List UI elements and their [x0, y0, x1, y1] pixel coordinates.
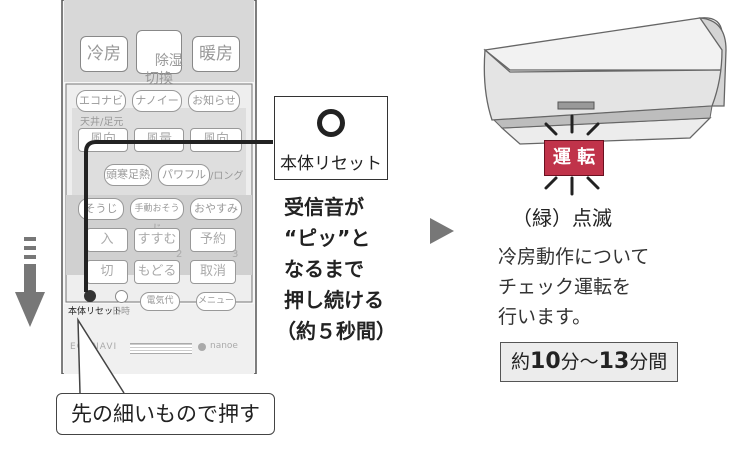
timer-off-label: 切 — [100, 264, 114, 279]
lamp-state-label: （緑）点滅 — [512, 206, 612, 230]
down-arrow-icon — [15, 237, 45, 327]
menu-button[interactable]: メニュー — [196, 292, 236, 311]
heat-button[interactable]: 暖房 — [192, 36, 240, 72]
remote-row4: 頭寒足熱 パワフル /ロング — [104, 164, 254, 186]
instruction-line-2: “ピッ”と — [284, 226, 371, 250]
powerful-label: パワフル — [162, 168, 206, 181]
instruction-line-5: （約５秒間） — [276, 319, 396, 343]
reset-callout-box: 本体リセット — [274, 96, 388, 180]
long-label: /ロング — [210, 171, 244, 182]
duration-max: 13 — [598, 349, 630, 374]
menu-label: メニュー — [197, 296, 234, 306]
notice-button-label: お知らせ — [192, 94, 236, 107]
cool-button[interactable]: 冷房 — [80, 36, 128, 72]
powerful-button[interactable]: パワフル — [158, 164, 210, 186]
duration-box: 約10分〜13分間 — [500, 342, 679, 382]
lamp-blink-rays — [544, 114, 600, 196]
remote-row6: 入 すすむ 予約 — [86, 228, 256, 252]
back-label: もどる — [137, 264, 177, 279]
cancel-label: 取消 — [199, 264, 226, 279]
heat-button-label: 暖房 — [199, 44, 233, 64]
head-cool-feet-warm-label: 頭寒足熱 — [106, 168, 150, 181]
info-line-1: 冷房動作について — [498, 246, 650, 268]
reserve-label: 予約 — [199, 232, 226, 247]
notice-button[interactable]: お知らせ — [188, 90, 240, 112]
electricity-cost-label: 電気代 — [146, 296, 174, 306]
econavi-button[interactable]: エコナビ — [76, 90, 126, 112]
info-text: 冷房動作について チェック運転を 行います。 — [498, 242, 649, 332]
dehumidify-button[interactable]: 除湿 切換 — [136, 30, 183, 87]
cancel-button[interactable]: 取消 — [190, 260, 236, 284]
timer-on-button[interactable]: 入 — [86, 228, 128, 252]
econavi-button-label: エコナビ — [79, 94, 123, 107]
nanoe-logo-dot — [198, 343, 206, 351]
cleaning-label: そうじ — [84, 202, 118, 215]
duration-mid: 分〜 — [560, 351, 599, 373]
forward-label: すすむ — [137, 232, 177, 247]
operation-lamp-label: 運 転 — [552, 147, 596, 168]
info-line-2: チェック運転を — [498, 276, 632, 298]
electricity-cost-button[interactable]: 電気代 — [140, 292, 180, 311]
tip-label: 先の細いもので押す — [71, 402, 260, 426]
step-number-2: 2 — [176, 249, 183, 260]
duration-suffix: 分間 — [629, 351, 668, 373]
info-line-3: 行います。 — [498, 306, 592, 328]
next-arrow-icon — [430, 218, 454, 244]
remote-top-buttons: 冷房 除湿 切換 暖房 — [80, 30, 240, 87]
clock-small-label: 日時 — [112, 307, 131, 317]
reset-button-icon — [317, 109, 345, 137]
clock-hole-button[interactable] — [115, 290, 128, 303]
nanoe-logo: nanoe — [210, 341, 238, 351]
timer-off-button[interactable]: 切 — [86, 260, 128, 284]
reset-callout-label: 本体リセット — [280, 154, 382, 174]
remote-row2: エコナビ ナノイー お知らせ — [76, 90, 246, 112]
sleep-label: おやすみ — [194, 202, 238, 215]
operation-lamp: 運 転 — [544, 140, 604, 176]
cleaning-button[interactable]: そうじ — [78, 198, 124, 220]
ceiling-label: 天井/足元 — [80, 117, 124, 128]
cool-button-label: 冷房 — [87, 44, 121, 64]
instruction-line-3: なるまで — [284, 257, 364, 281]
duration-min: 10 — [530, 349, 561, 374]
forward-button[interactable]: すすむ — [134, 228, 180, 252]
step-number-3: 3 — [232, 249, 239, 260]
duration-prefix: 約 — [511, 351, 531, 373]
nanoe-button-label: ナノイー — [135, 94, 179, 107]
tip-box: 先の細いもので押す — [56, 393, 275, 435]
remote-row7: 切 もどる 取消 — [86, 260, 256, 284]
air-conditioner-illustration — [483, 17, 727, 145]
timer-on-label: 入 — [100, 232, 114, 247]
reset-small-label: 本体リセット — [68, 307, 123, 317]
dehumidify-button-label: 除湿 切換 — [145, 53, 183, 87]
brand-stripes — [130, 343, 192, 354]
sleep-button[interactable]: おやすみ — [190, 198, 242, 220]
head-cool-feet-warm-button[interactable]: 頭寒足熱 — [104, 164, 152, 186]
back-button[interactable]: もどる — [134, 260, 180, 284]
remote-row5: そうじ 手動おそうじ おやすみ — [78, 198, 248, 234]
nanoe-button[interactable]: ナノイー — [132, 90, 182, 112]
instruction-line-1: 受信音が — [284, 195, 364, 219]
reset-instruction: 受信音が “ピッ”と なるまで 押し続ける （約５秒間） — [276, 192, 414, 347]
instruction-line-4: 押し続ける — [284, 288, 384, 312]
reserve-button[interactable]: 予約 — [190, 228, 236, 252]
reset-hole-button[interactable] — [84, 290, 96, 302]
